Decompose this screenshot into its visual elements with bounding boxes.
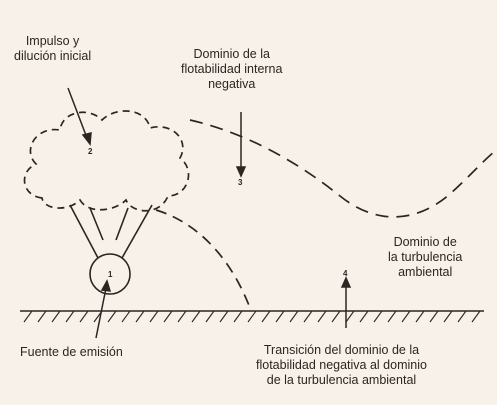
- marker-1: 1: [108, 270, 113, 279]
- label-impulso-line-1: Impulso y: [25, 34, 80, 48]
- label-flotabilidad-line-3: negativa: [208, 77, 256, 91]
- seabed: [20, 310, 484, 323]
- seabed-hatching: [23, 310, 481, 323]
- drift-path: [189, 119, 495, 218]
- marker-2: 2: [88, 147, 93, 156]
- label-flotabilidad: Dominio de la flotabilidad interna negat…: [181, 47, 282, 92]
- sinking-plume-path: [155, 209, 251, 309]
- label-turbulencia-line-1: Dominio de: [393, 235, 457, 249]
- label-flotabilidad-line-1: Dominio de la: [193, 47, 270, 61]
- label-turbulencia: Dominio de la turbulencia ambiental: [388, 235, 462, 280]
- initial-cloud: [23, 110, 190, 212]
- label-transicion-line-3: de la turbulencia ambiental: [266, 373, 417, 387]
- label-transicion-line-1: Transición del dominio de la: [263, 343, 420, 357]
- arrows: [67, 87, 352, 339]
- label-turbulencia-line-2: la turbulencia: [388, 250, 463, 264]
- label-impulso-line-2: dilución inicial: [14, 49, 92, 63]
- emission-source: [89, 253, 131, 295]
- jet-lines: [69, 204, 153, 259]
- label-transicion: Transición del dominio de la flotabilida…: [256, 343, 427, 388]
- label-transicion-line-2: flotabilidad negativa al dominio: [256, 358, 427, 372]
- marker-3: 3: [238, 178, 243, 187]
- label-flotabilidad-line-2: flotabilidad interna: [181, 62, 283, 76]
- label-impulso: Impulso y dilución inicial: [14, 34, 91, 64]
- marker-4: 4: [343, 269, 348, 278]
- label-turbulencia-line-3: ambiental: [398, 265, 453, 279]
- label-fuente: Fuente de emisión: [20, 345, 123, 359]
